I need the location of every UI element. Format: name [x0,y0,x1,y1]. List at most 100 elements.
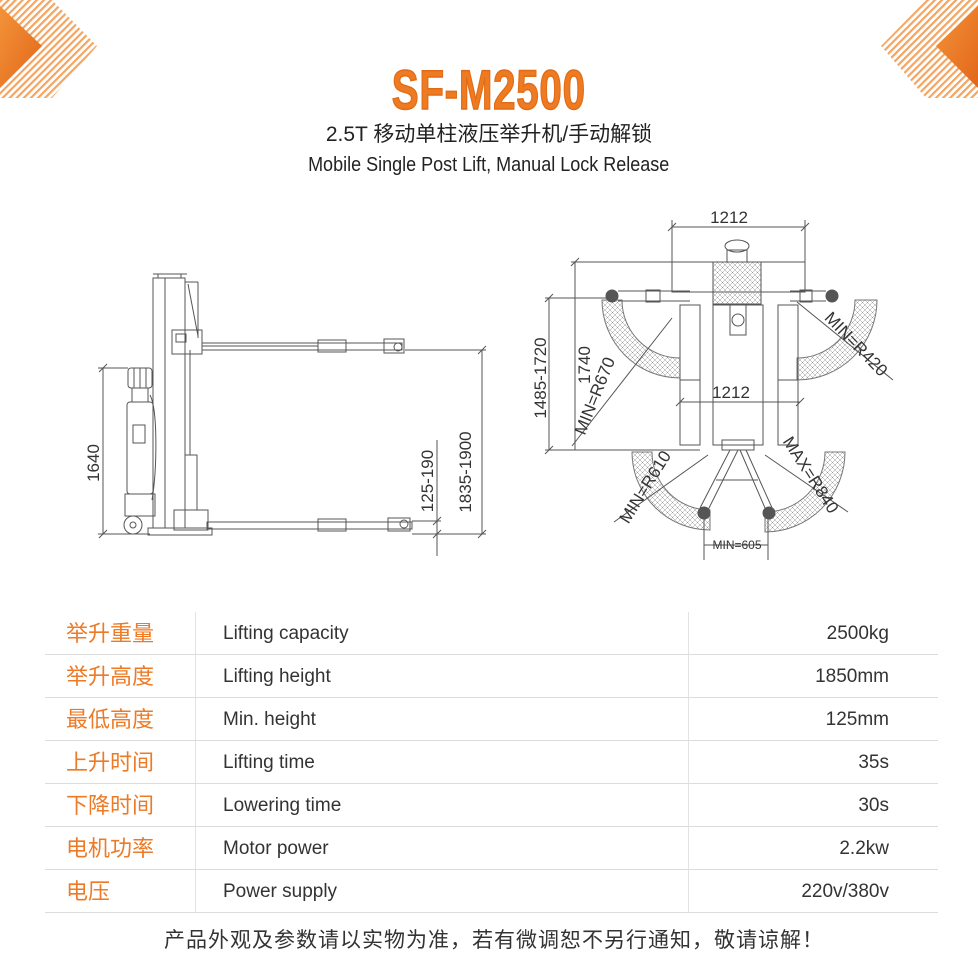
dim-label-wheel-span: MIN=605 [712,538,761,552]
motor-block [712,261,762,305]
post-column [152,277,186,529]
wheel-hub [129,521,137,529]
spec-value: 2500kg [688,612,938,654]
unit-base [124,493,156,517]
dim-label-lift-height: 1835-1900 [456,431,475,512]
dim-tick [800,222,810,232]
post-body [679,304,799,446]
subtitle-english: Mobile Single Post Lift, Manual Lock Rel… [0,152,978,180]
radius-leader-right-upper [796,301,894,381]
dim-tick [675,397,685,407]
arm-left-clamp [645,289,661,303]
cylinder-cap [731,313,745,327]
guide-diagonal [187,283,199,337]
spec-label-en: Lifting height [195,655,688,697]
radius-leaders [571,301,894,523]
radius-leader-left-upper [571,317,673,447]
side-member-right [777,304,799,446]
spec-value: 125mm [688,698,938,740]
lift-pad-left [605,289,619,303]
spec-value: 2.2kw [688,827,938,869]
disclaimer-note: 产品外观及参数请以实物为准，若有微调恕不另行通知，敬请谅解！ [164,929,824,952]
dim-tick [432,516,442,526]
lower-arm [147,509,413,536]
spec-row: 电压 Power supply 220v/380v [45,870,938,913]
dim-label-middle-width: 1212 [712,383,750,402]
leg-right-outer [745,449,774,511]
dim-tick [477,529,487,539]
spec-value: 30s [688,784,938,826]
lift-pad-right [825,289,839,303]
hand-wheel [724,239,750,253]
spec-label-cn: 下降时间 [66,793,155,818]
spec-label-cn: 举升高度 [66,664,155,689]
spec-table: 举升重量 Lifting capacity 2500kg 举升高度 Liftin… [45,612,938,915]
lower-arm-pad-knob [399,519,409,529]
dimension-top-width [667,220,810,262]
spec-row: 上升时间 Lifting time 35s [45,741,938,784]
upper-arm [201,338,405,354]
dim-tick [544,293,554,303]
spec-row: 举升高度 Lifting height 1850mm [45,655,938,698]
oil-tank [126,401,154,495]
arm-pad-knob [393,342,403,352]
arm-right-clamp [799,289,813,303]
dimension-overall-height [98,363,150,539]
dim-tick [544,445,554,455]
spec-value: 220v/380v [688,870,938,912]
product-model: SF-M2500 [391,58,586,121]
dimension-wheel-span [703,518,769,560]
radius-leader-left-lower [613,454,709,523]
dim-tick [432,529,442,539]
dim-tick [98,363,108,373]
product-title: SF-M2500 [0,58,978,121]
corner-decoration-top-left [0,0,97,98]
radius-leader-right-lower [764,454,849,513]
dimension-middle-width [675,397,805,407]
swing-area-right-lower [764,451,846,533]
spec-row: 电机功率 Motor power 2.2kw [45,827,938,870]
top-view-drawing [544,220,894,560]
spec-row: 下降时间 Lowering time 30s [45,784,938,827]
corner-stripes-left [0,0,97,98]
corner-chevron-left [0,6,42,88]
support-arms [605,289,839,303]
lower-carriage-box [173,509,209,531]
carriage-lock [175,333,187,343]
dimension-depth [570,257,672,450]
side-member-left [679,304,701,446]
spec-label-en: Lifting capacity [195,612,688,654]
pump-body [131,387,149,403]
arm-pad-outer [383,338,405,354]
dim-label-depth-range: 1485-1720 [531,337,550,418]
spec-label-cn: 上升时间 [66,750,155,775]
wheel [123,515,143,535]
leg-right-inner [739,449,766,509]
spec-label-en: Lifting time [195,741,688,783]
subtitle-english-text: Mobile Single Post Lift, Manual Lock Rel… [308,154,670,176]
spec-label-cn: 电压 [66,879,111,904]
corner-chevron-right [936,6,978,88]
spec-label-en: Min. height [195,698,688,740]
side-view-drawing [98,273,487,556]
dim-label-top-width: 1212 [710,208,748,227]
spec-label-en: Motor power [195,827,688,869]
corner-decoration-top-right [881,0,978,98]
hydraulic-cylinder [184,454,198,511]
wheel-left [697,506,711,520]
corner-stripes-right [881,0,978,98]
base-plate [147,527,213,536]
dim-label-overall-height: 1640 [84,444,103,482]
spec-value: 1850mm [688,655,938,697]
dim-tick [477,345,487,355]
dim-tick [795,397,805,407]
spec-label-cn: 举升重量 [66,621,155,646]
dim-tick [667,222,677,232]
drawings-canvas: 1640 1835-1900 125-190 [0,0,978,560]
dim-tick [98,529,108,539]
spec-label-en: Lowering time [195,784,688,826]
carriage-box [171,329,203,355]
wheel-right [762,506,776,520]
control-panel [132,424,146,444]
dim-label-depth: 1740 [575,346,594,384]
